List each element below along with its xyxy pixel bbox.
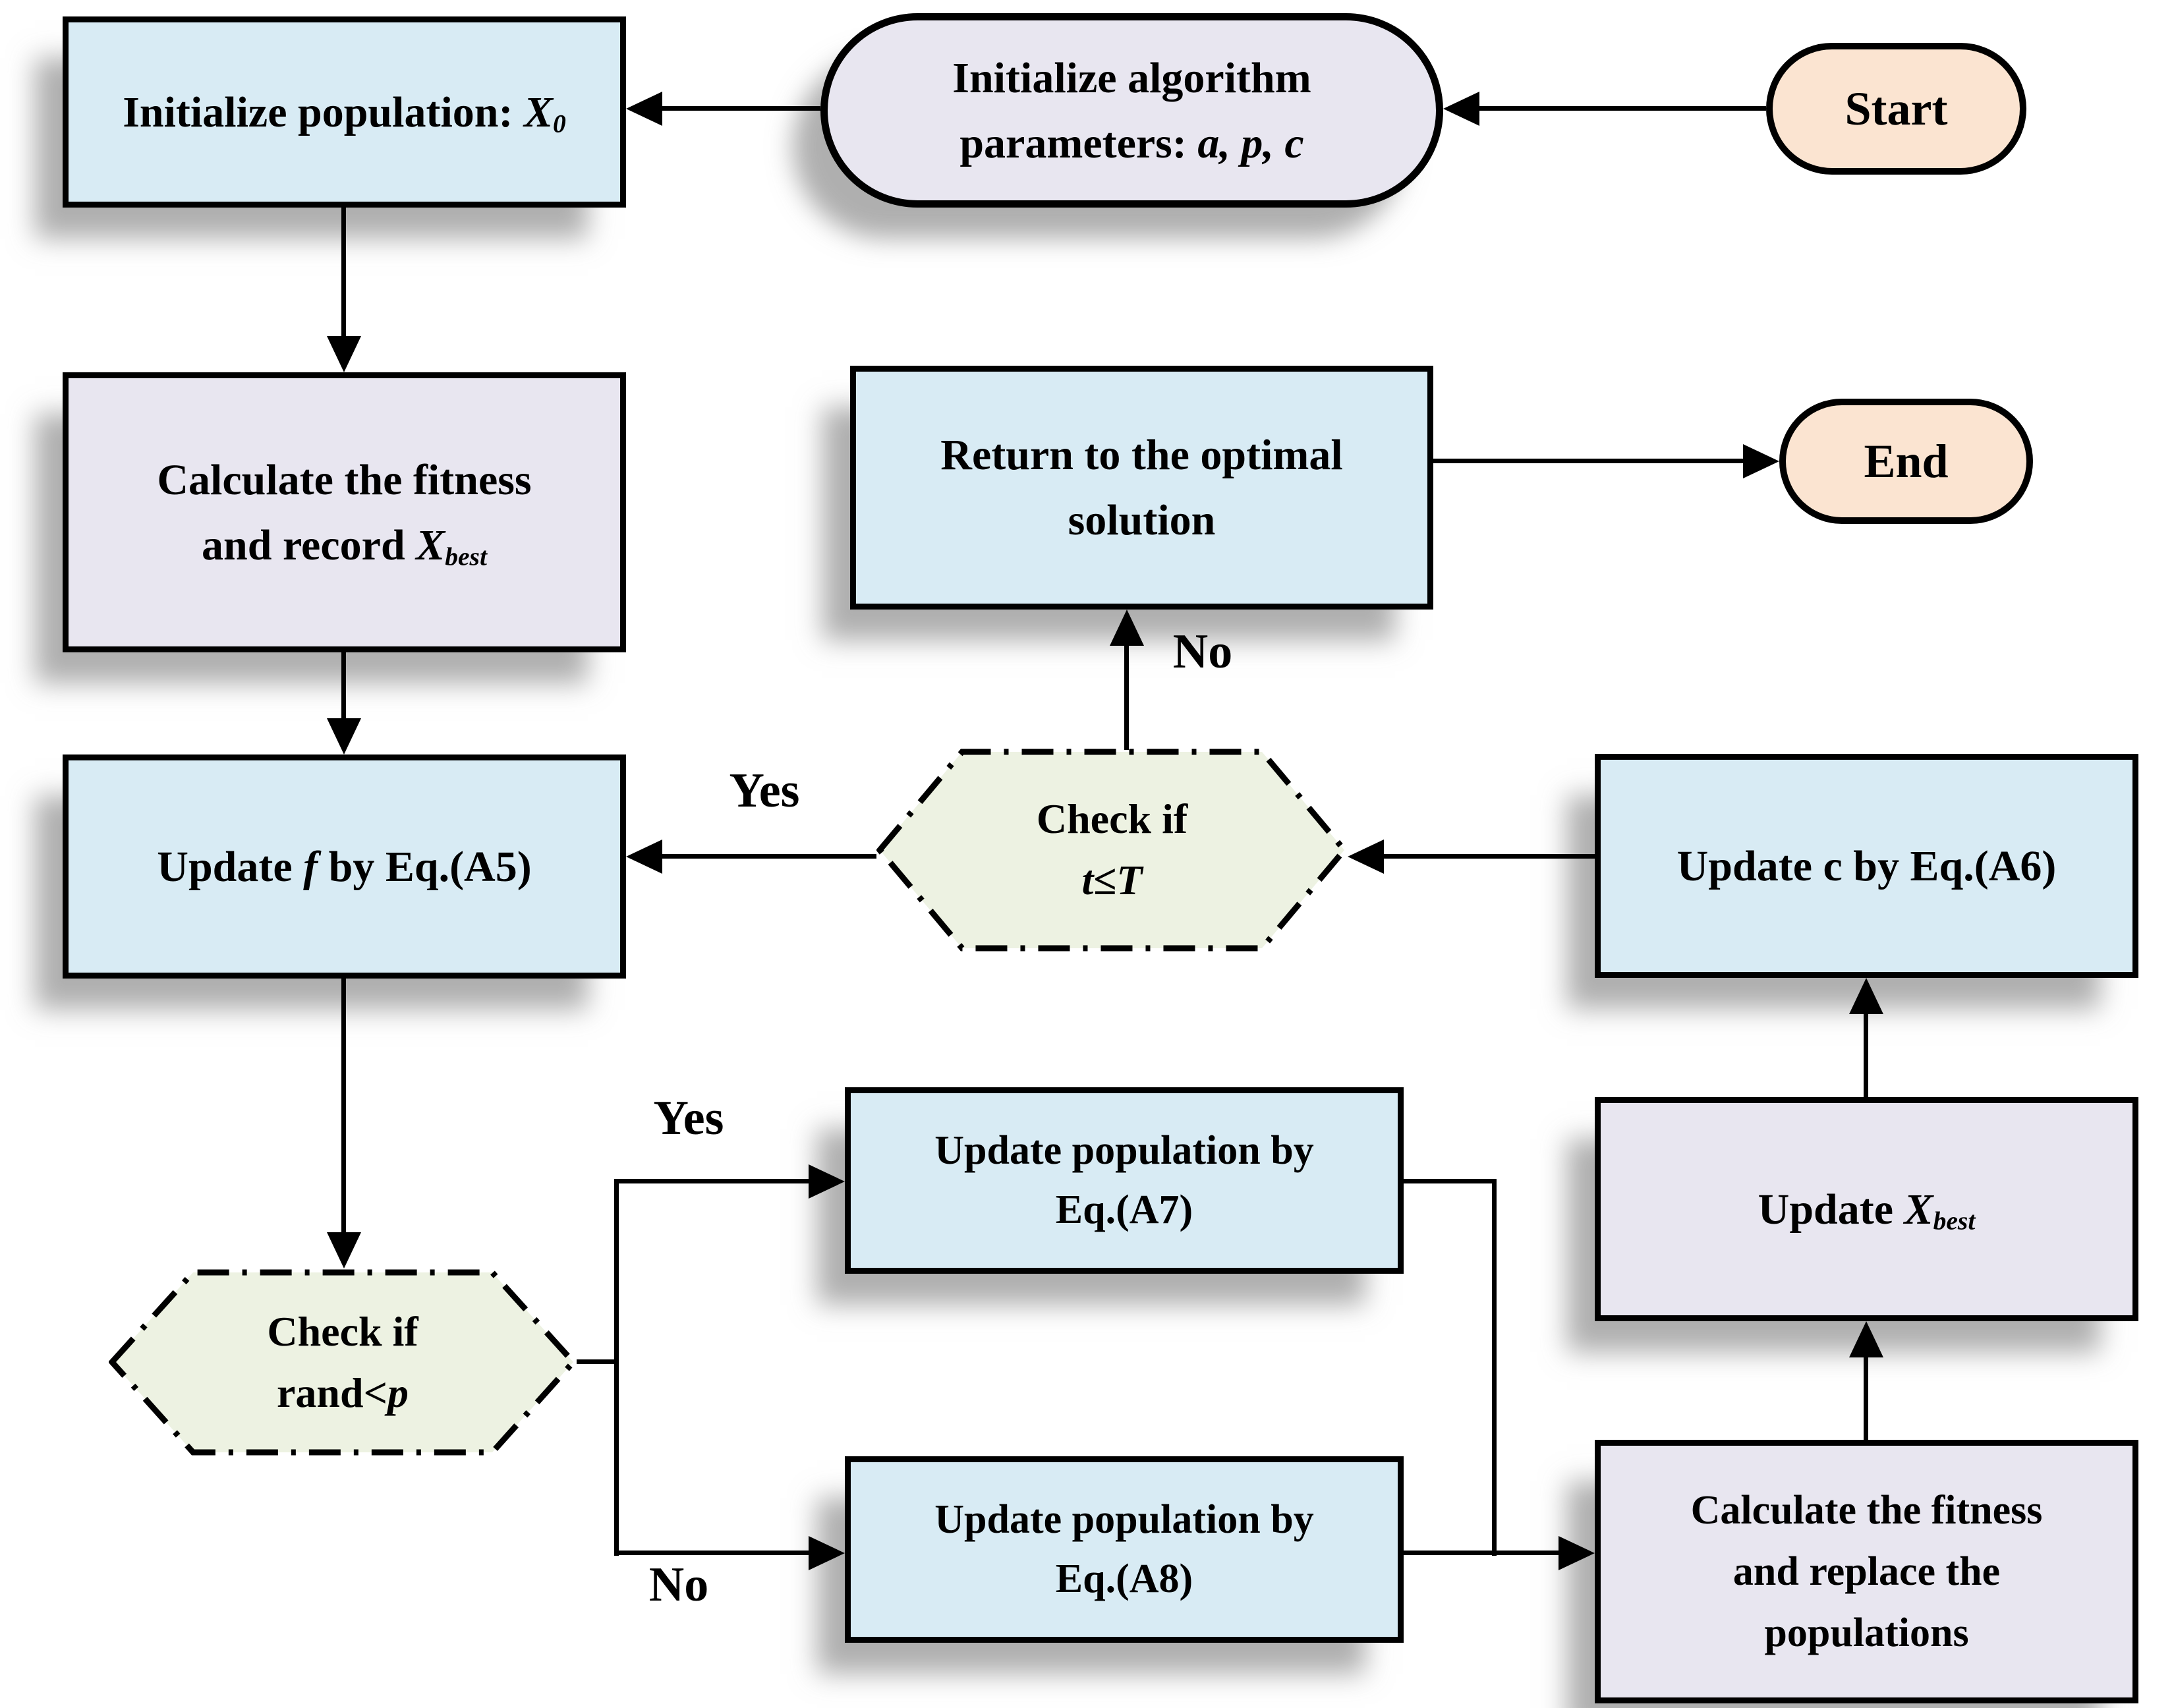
node-update-xbest: Update Xbest	[1595, 1097, 2138, 1321]
connector-params-to-initpop	[659, 106, 820, 111]
connector-xbest-to-updatec	[1864, 1011, 1868, 1097]
edge-label-no-p: No	[648, 1558, 709, 1612]
node-label-line2: and record Xbest	[202, 521, 487, 571]
arrowhead-into-end	[1743, 444, 1779, 478]
arrowhead-into-initpop	[626, 92, 662, 126]
node-label-line2: solution	[1068, 496, 1216, 544]
connector-updatef-to-checkrand	[341, 979, 346, 1236]
arrowhead-yes-into-updatef	[626, 840, 662, 874]
arrowhead-into-checkt	[1348, 840, 1384, 874]
connector-checkrand-stub	[577, 1359, 616, 1364]
hexagon-shape	[876, 749, 1348, 952]
edge-label-yes-t: Yes	[729, 764, 800, 818]
connector-no-to-a8	[616, 1551, 809, 1555]
node-label-line2: and replace the	[1732, 1549, 2001, 1594]
arrowhead-into-params	[1443, 92, 1479, 126]
arrowhead-into-calcreplace	[1559, 1536, 1595, 1570]
node-label-line2: t≤T	[1081, 857, 1143, 903]
node-label: Initialize population: X0	[123, 88, 566, 138]
start-label: Start	[1845, 82, 1948, 135]
node-update-f: Update f by Eq.(A5)	[63, 754, 626, 979]
connector-start-to-params	[1476, 106, 1766, 111]
connector-checkt-yes-to-updatef	[659, 854, 876, 859]
connector-initpop-to-calcrecord	[341, 208, 346, 339]
node-label-line1: Return to the optimal	[940, 431, 1343, 479]
node-label-line3: populations	[1764, 1610, 1969, 1655]
node-label: Update c by Eq.(A6)	[1676, 841, 2057, 890]
node-label: Update f by Eq.(A5)	[157, 842, 532, 891]
edge-label-no-t: No	[1172, 625, 1233, 679]
node-calculate-fitness-replace: Calculate the fitness and replace the po…	[1595, 1440, 2138, 1703]
arrowhead-into-xbest	[1849, 1321, 1883, 1357]
node-label-line1: Calculate the fitness	[157, 455, 532, 504]
node-end: End	[1779, 399, 2033, 524]
node-label-line1: Check if	[1036, 795, 1188, 843]
node-label-line1: Calculate the fitness	[1690, 1487, 2043, 1533]
node-update-c: Update c by Eq.(A6)	[1595, 754, 2138, 978]
end-label: End	[1864, 435, 1949, 488]
hexagon-outline	[876, 749, 1348, 952]
arrowhead-into-updatef	[327, 718, 361, 754]
node-return-optimal-solution: Return to the optimal solution	[850, 366, 1433, 610]
connector-updatec-to-checkt	[1381, 854, 1595, 859]
connector-calcreplace-to-xbest	[1864, 1354, 1868, 1440]
connector-a8-to-calcreplace	[1404, 1551, 1559, 1555]
connector-calcrecord-to-updatef	[341, 652, 346, 722]
hexagon-outline	[109, 1269, 577, 1456]
node-label-line1: Update population by	[934, 1127, 1314, 1173]
node-update-population-a8: Update population by Eq.(A8)	[845, 1456, 1404, 1643]
node-check-t-decision: Check if t≤T	[876, 748, 1348, 952]
node-label-line2: Eq.(A7)	[1055, 1187, 1193, 1232]
node-check-rand-decision: Check if rand<p	[109, 1268, 577, 1456]
node-label-line2: rand<p	[276, 1369, 409, 1416]
connector-checkrand-branch-vertical	[614, 1179, 619, 1556]
arrowhead-no-into-return	[1110, 610, 1144, 646]
arrowhead-into-calcrecord	[327, 336, 361, 372]
node-start: Start	[1766, 43, 2026, 175]
node-update-population-a7: Update population by Eq.(A7)	[845, 1087, 1404, 1274]
connector-a7-merge-vertical	[1492, 1179, 1497, 1556]
edge-label-yes-p: Yes	[653, 1091, 724, 1145]
connector-a7-exit	[1404, 1179, 1496, 1183]
connector-yes-to-a7	[616, 1179, 809, 1183]
node-label: Check if t≤T	[876, 748, 1348, 952]
node-label: Check if rand<p	[109, 1268, 577, 1456]
node-initialize-population: Initialize population: X0	[63, 16, 626, 208]
node-label-line1: Update population by	[934, 1496, 1314, 1542]
node-label-line2: parameters: a, p, c	[959, 119, 1304, 167]
connector-checkt-no-to-return	[1124, 642, 1129, 750]
arrowhead-into-a8	[809, 1536, 845, 1570]
node-label-line2: Eq.(A8)	[1055, 1556, 1193, 1601]
node-label-line1: Initialize algorithm	[952, 53, 1311, 102]
arrowhead-into-a7	[809, 1164, 845, 1199]
arrowhead-into-updatec	[1849, 978, 1883, 1014]
node-label-line1: Check if	[267, 1307, 418, 1355]
node-label: Update Xbest	[1758, 1185, 1976, 1236]
hexagon-shape	[109, 1269, 577, 1456]
connector-return-to-end	[1433, 459, 1743, 463]
node-initialize-parameters: Initialize algorithm parameters: a, p, c	[820, 13, 1443, 208]
node-calculate-fitness-record: Calculate the fitness and record Xbest	[63, 372, 626, 652]
arrowhead-into-checkrand	[327, 1232, 361, 1268]
